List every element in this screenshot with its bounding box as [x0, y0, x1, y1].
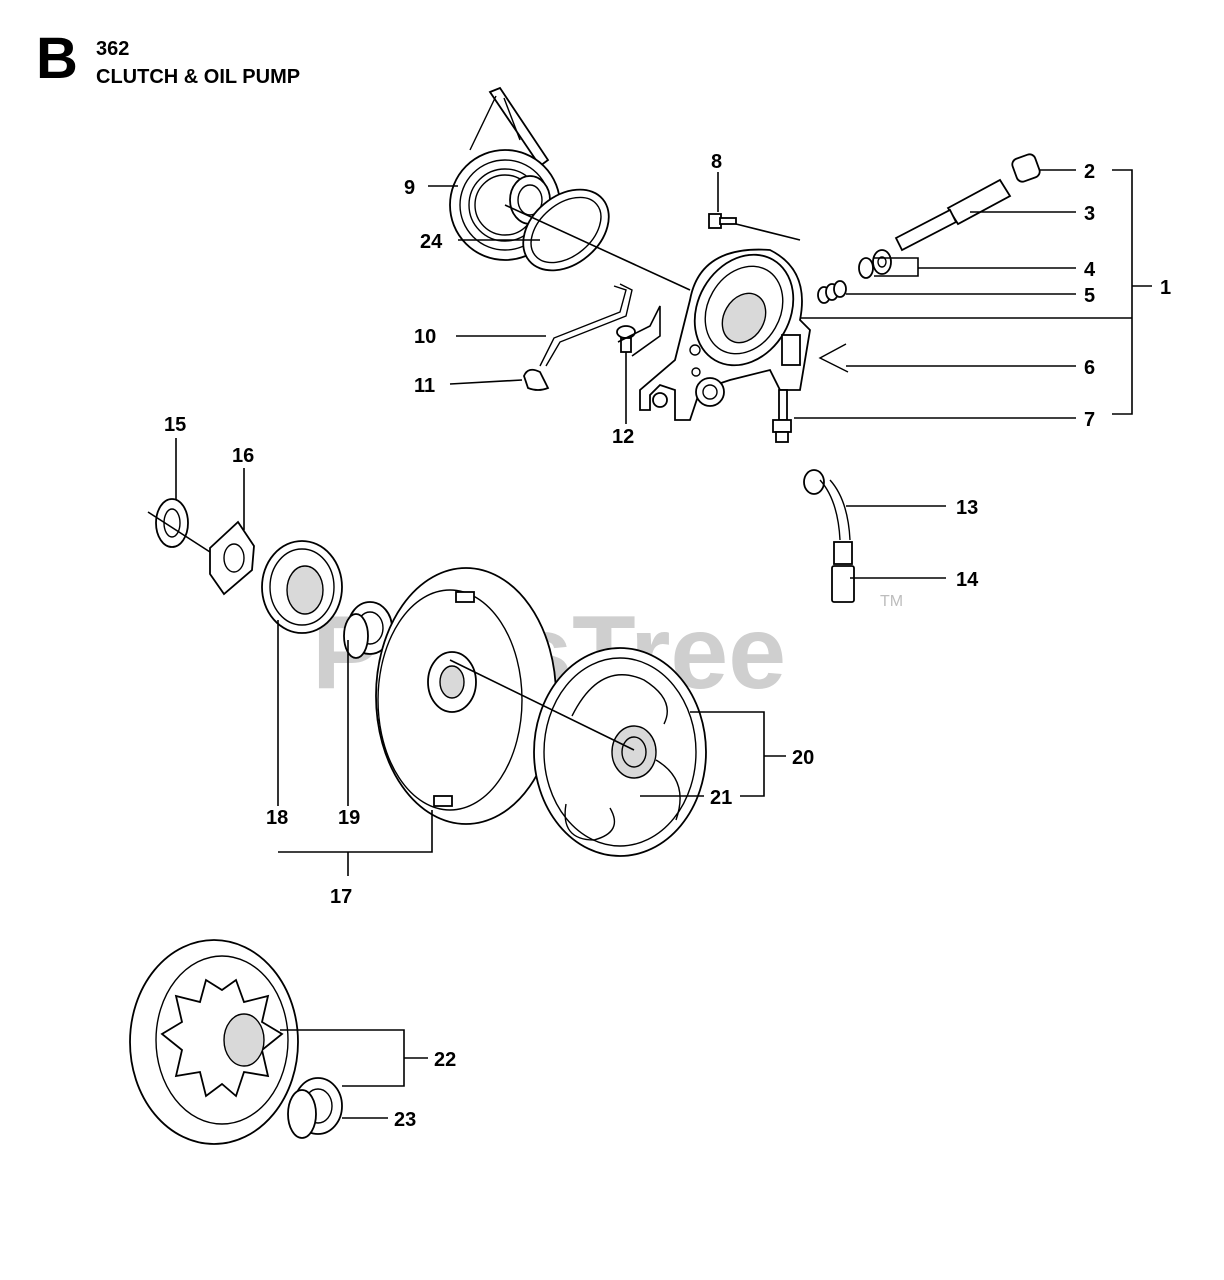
- callout-13: 13: [956, 497, 978, 519]
- part-1-oil-pump-body: [639, 248, 811, 421]
- callout-23: 23: [394, 1109, 416, 1131]
- callout-15: 15: [164, 414, 186, 436]
- callout-18: 18: [266, 807, 288, 829]
- callout-6: 6: [1084, 357, 1095, 379]
- callout-24: 24: [420, 231, 443, 253]
- part-14-oil-filter: [831, 541, 855, 603]
- callout-3: 3: [1084, 203, 1095, 225]
- leader-lines: [147, 169, 1152, 1119]
- callout-10: 10: [414, 326, 436, 348]
- watermark-tm: TM: [880, 593, 903, 610]
- part-5-spring: [817, 280, 847, 304]
- callout-1: 1: [1160, 277, 1171, 299]
- part-17-clutch-drum: [375, 567, 557, 825]
- part-2-cap: [1011, 153, 1041, 183]
- callout-11: 11: [414, 375, 435, 397]
- callout-16: 16: [232, 445, 254, 467]
- callout-7: 7: [1084, 409, 1095, 431]
- part-15-circlip: [155, 498, 189, 548]
- part-16-washer: [209, 520, 255, 596]
- callout-4: 4: [1084, 259, 1096, 281]
- part-23-needle-bearing: [287, 1077, 343, 1139]
- callout-17: 17: [330, 886, 352, 908]
- part-19-needle-bearing: [343, 601, 393, 659]
- part-8-screw: [708, 213, 737, 229]
- part-18-rim-sprocket: [261, 540, 343, 634]
- part-10-oil-pipe: [539, 283, 633, 367]
- callout-19: 19: [338, 807, 360, 829]
- part-4-washers: [858, 249, 892, 279]
- model-number: 362: [96, 38, 130, 60]
- part-7-adjust-screw: [772, 389, 792, 443]
- callout-21: 21: [710, 787, 732, 809]
- part-6-clip: [818, 343, 849, 373]
- part-20-clutch: [533, 647, 707, 857]
- part-22-spur-drum: [129, 939, 299, 1145]
- callout-2: 2: [1084, 161, 1095, 183]
- section-title: CLUTCH & OIL PUMP: [96, 66, 301, 88]
- part-12-pin: [616, 325, 636, 353]
- callout-5: 5: [1084, 285, 1095, 307]
- callout-22: 22: [434, 1049, 456, 1071]
- callout-20: 20: [792, 747, 814, 769]
- callout-9: 9: [404, 177, 415, 199]
- part-11-seal: [523, 368, 550, 391]
- callout-labels: 1 2 3 4 5 6 7 8 9 10 11 12 13 14 15 16 1…: [164, 151, 1171, 1131]
- part-13-oil-hose: [803, 469, 851, 541]
- callout-14: 14: [956, 569, 979, 591]
- part-24-ring: [522, 188, 610, 272]
- callout-12: 12: [612, 426, 634, 448]
- section-letter: B: [36, 26, 78, 91]
- part-3-plunger: [894, 178, 1012, 252]
- callout-8: 8: [711, 151, 722, 173]
